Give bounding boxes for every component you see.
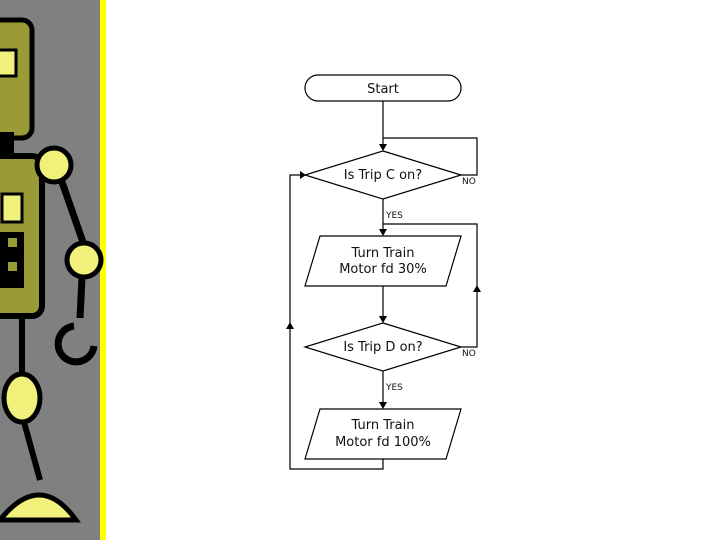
- arrowhead: [379, 144, 387, 151]
- start-label: Start: [367, 82, 399, 97]
- arrowhead: [300, 171, 306, 179]
- action-motor-30-line1: Turn Train: [351, 246, 415, 261]
- yes-label-c: YES: [385, 211, 403, 221]
- arrowhead: [379, 229, 387, 236]
- arrowhead: [473, 285, 481, 292]
- arrowhead: [286, 322, 294, 329]
- action-motor-30: [305, 236, 461, 286]
- action-motor-100-line1: Turn Train: [351, 418, 415, 433]
- arrowhead: [379, 316, 387, 323]
- decision-trip-d-label: Is Trip D on?: [343, 340, 422, 355]
- yes-label-d: YES: [385, 383, 403, 393]
- arrowhead: [379, 402, 387, 409]
- no-label-d: NO: [462, 349, 476, 359]
- action-motor-100-line2: Motor fd 100%: [335, 435, 431, 450]
- action-motor-100: [305, 409, 461, 459]
- no-label-c: NO: [462, 177, 476, 187]
- decision-trip-c-label: Is Trip C on?: [344, 168, 422, 183]
- action-motor-30-line2: Motor fd 30%: [339, 262, 427, 277]
